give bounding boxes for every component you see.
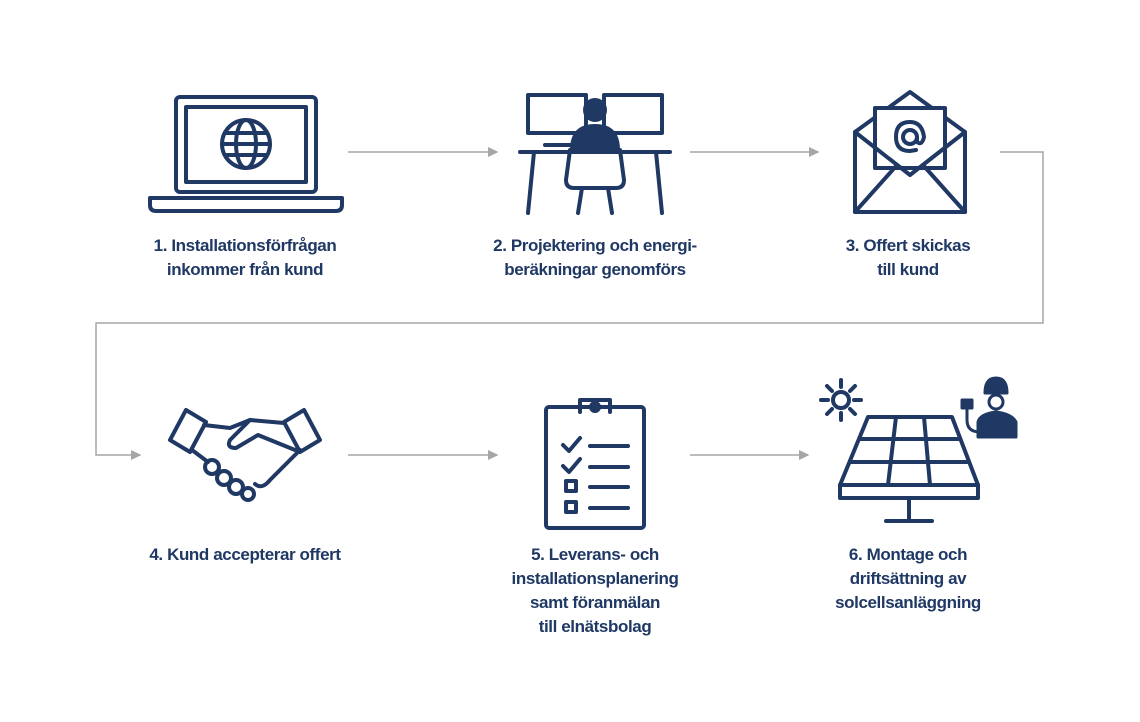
label-line: samt föranmälan (529, 593, 661, 612)
handshake-icon (168, 408, 322, 502)
label-line: 1. Installationsförfrågan (153, 236, 337, 255)
arrow-3-4-connector (95, 151, 1044, 455)
step-4-label: 4. Kund accepterar offert (115, 543, 375, 567)
label-line: 3. Offert skickas (845, 236, 971, 255)
label-line: inkommer från kund (166, 260, 324, 279)
step-6-label: 6. Montage och driftsättning av solcells… (778, 543, 1038, 615)
clipboard-checklist-icon (544, 398, 646, 530)
solar-panel-installer-icon (819, 376, 1018, 523)
label-line: solcellsanläggning (835, 593, 981, 612)
label-line: installationsplanering (511, 569, 679, 588)
label-line: driftsättning av (849, 569, 967, 588)
step-5-label: 5. Leverans- och installationsplanering … (465, 543, 725, 639)
step-1-label: 1. Installationsförfrågan inkommer från … (115, 234, 375, 282)
label-line: till kund (877, 260, 939, 279)
label-line: 5. Leverans- och (531, 545, 659, 564)
label-line: till elnätsbolag (538, 617, 652, 636)
label-line: beräkningar genomförs (504, 260, 686, 279)
laptop-globe-icon (148, 95, 344, 213)
engineer-at-desk-icon (518, 93, 672, 215)
email-envelope-icon (853, 90, 967, 214)
label-line: 6. Montage och (848, 545, 968, 564)
step-3-label: 3. Offert skickas till kund (778, 234, 1038, 282)
label-line: 4. Kund accepterar offert (149, 545, 341, 564)
label-line: 2. Projektering och energi- (493, 236, 697, 255)
step-2-label: 2. Projektering och energi- beräkningar … (465, 234, 725, 282)
